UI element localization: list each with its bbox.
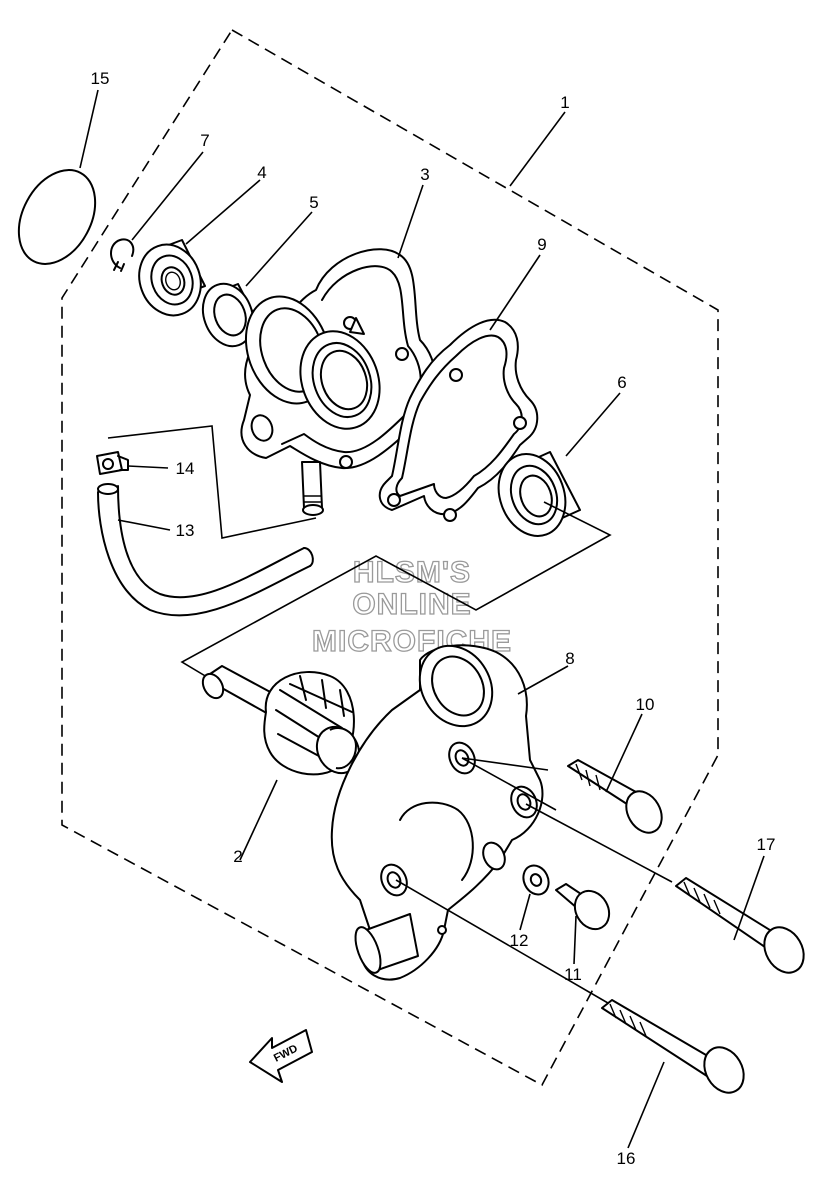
part-3-pump-housing-cover [240, 248, 437, 516]
part-11-short-bolt [555, 883, 611, 931]
callout-16: 16 [617, 1149, 636, 1168]
callout-15: 15 [91, 69, 110, 88]
part-15-o-ring [17, 169, 97, 265]
callout-3: 3 [420, 165, 429, 184]
callout-4: 4 [257, 163, 266, 182]
callout-10: 10 [636, 695, 655, 714]
watermark-line-3: MICROFICHE [312, 625, 512, 658]
part-9-gasket [378, 318, 539, 522]
callout-leaders [79, 89, 765, 1149]
part-17-long-bolt [675, 877, 805, 974]
callout-9: 9 [537, 235, 546, 254]
part-2-impeller-shaft [201, 665, 361, 776]
watermark: HLSM'S ONLINE MICROFICHE [311, 555, 512, 658]
fwd-direction-arrow: FWD [249, 1029, 313, 1083]
part-14-hose-clamp [96, 451, 129, 475]
callout-5: 5 [309, 193, 318, 212]
callout-13: 13 [176, 521, 195, 540]
part-10-bolt [567, 759, 663, 834]
assembly-boundary [61, 28, 719, 1087]
watermark-line-2: ONLINE [352, 588, 471, 621]
callout-6: 6 [617, 373, 626, 392]
callout-7: 7 [200, 131, 209, 150]
callout-1: 1 [560, 93, 569, 112]
callout-numbers: 1 2 3 4 5 6 7 8 9 10 11 12 13 14 15 16 1… [91, 69, 776, 1168]
part-12-washer [522, 864, 550, 896]
callout-8: 8 [565, 649, 574, 668]
part-4-bearing [138, 239, 206, 317]
callout-17: 17 [757, 835, 776, 854]
callout-11: 11 [564, 965, 582, 984]
callout-14: 14 [176, 459, 195, 478]
callout-2: 2 [233, 847, 242, 866]
part-16-long-bolt [601, 999, 745, 1094]
part-7-circlip [110, 238, 135, 272]
part-13-hose [97, 483, 314, 617]
part-6-oil-seal [497, 451, 581, 537]
watermark-line-1: HLSM'S [353, 556, 471, 589]
callout-12: 12 [510, 931, 529, 950]
part-8-pump-housing [330, 644, 544, 981]
